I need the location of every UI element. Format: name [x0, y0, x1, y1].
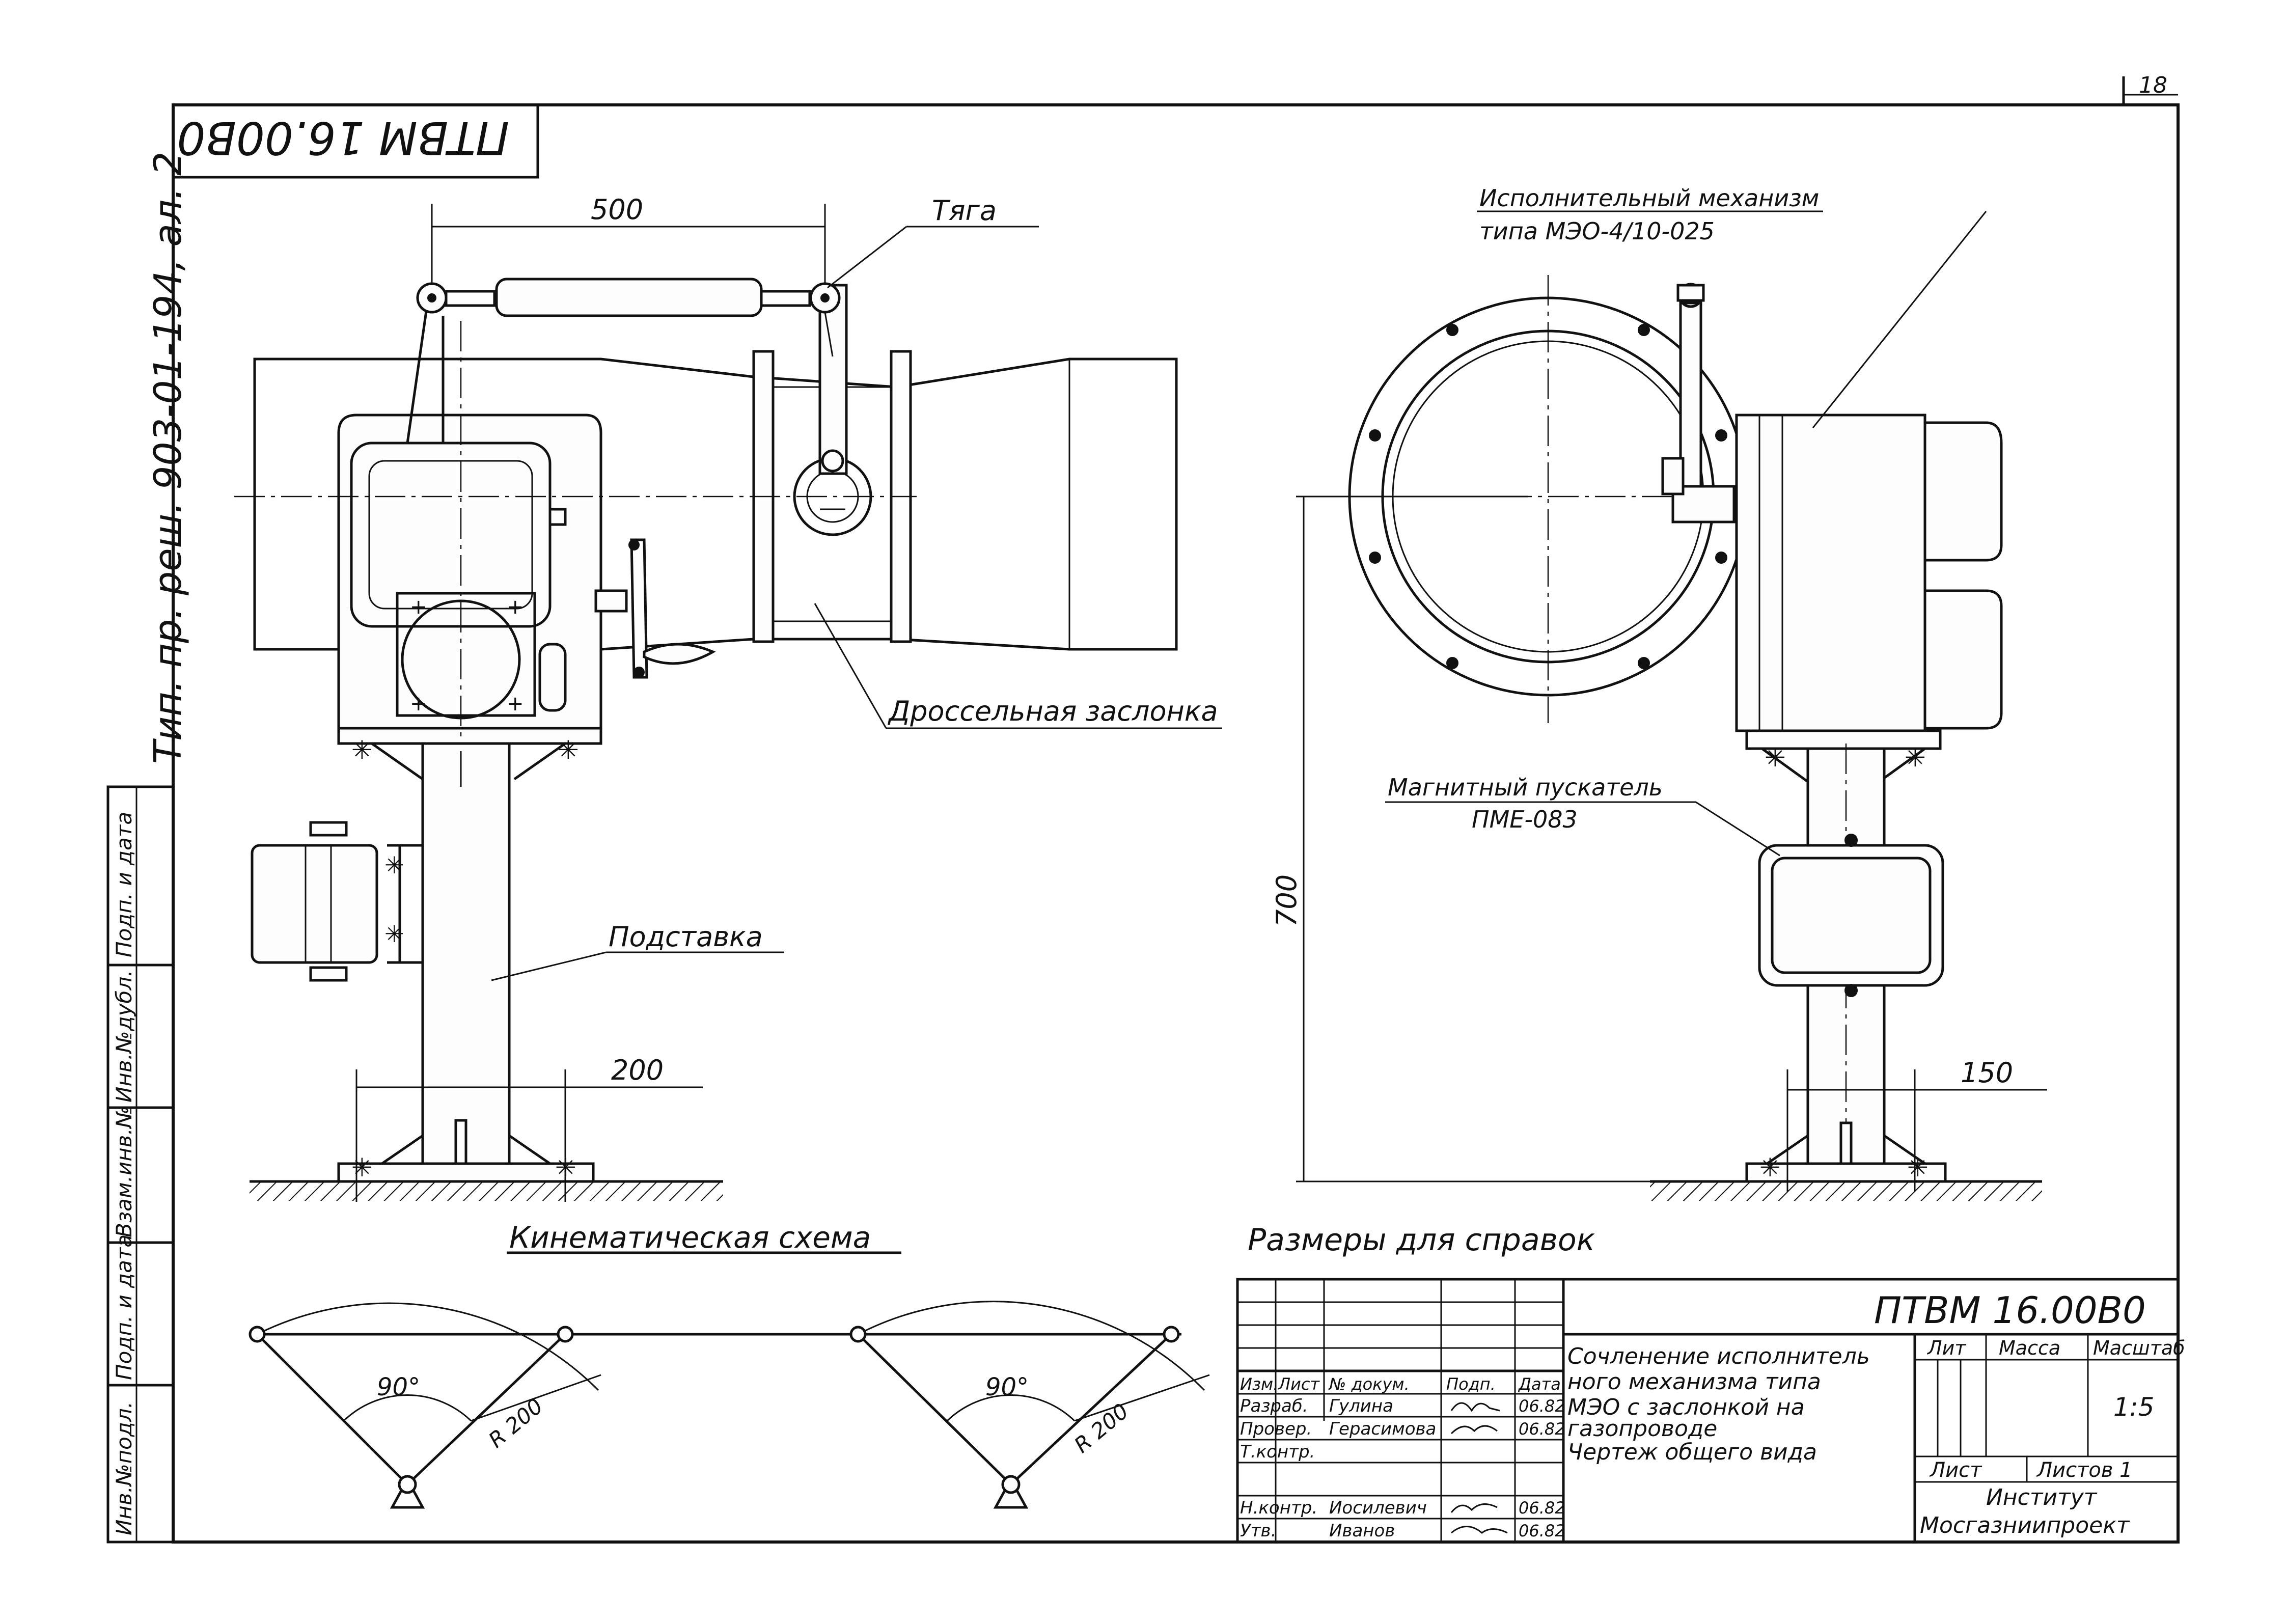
- svg-text:✳: ✳: [384, 920, 404, 948]
- tb-title-line4: газопроводе: [1567, 1416, 1717, 1442]
- svg-text:+: +: [410, 595, 427, 619]
- connecting-rod: [495, 278, 763, 317]
- page-number: 18: [2139, 72, 2167, 98]
- kinematic-left-angle: 90°: [377, 1373, 420, 1401]
- svg-text:✳: ✳: [1905, 743, 1926, 773]
- floor-right: [1650, 1181, 2042, 1201]
- dimension-500: 500: [591, 194, 643, 226]
- tb-date-checker: 06.82: [1519, 1419, 1565, 1439]
- dimension-700: 700: [1271, 874, 1303, 927]
- tb-date-ncontrol: 06.82: [1519, 1498, 1565, 1518]
- label-starter-line2: ПМЕ-083: [1472, 806, 1578, 833]
- rotated-code-box: ПТВМ 16.00В0: [172, 103, 539, 179]
- kinematic-scheme: Кинематическая схема 90° R 200 90° R 200: [249, 1220, 1210, 1509]
- svg-text:✳: ✳: [558, 735, 579, 765]
- tb-head-izm: Изм.: [1240, 1374, 1278, 1394]
- stamp-label-sign-date-1: Подп. и дата: [112, 812, 136, 957]
- label-throttle-valve: Дроссельная заслонка: [888, 695, 1218, 727]
- tb-title-line1: Сочленение исполнитель: [1567, 1343, 1870, 1369]
- title-block: Изм. Лист № докум. Подп. Дата Разраб. Гу…: [1236, 1278, 2185, 1544]
- tb-title-line3: МЭО с заслонкой на: [1567, 1394, 1805, 1420]
- front-view: + + + + ✳ ✳: [234, 194, 1222, 1202]
- tb-col-mass: Масса: [1999, 1337, 2060, 1359]
- starter-side: [1758, 844, 1944, 987]
- tb-sheets-label: Листов 1: [2036, 1458, 2133, 1482]
- svg-text:+: +: [507, 595, 524, 619]
- tb-name-developer: Гулина: [1329, 1396, 1393, 1416]
- svg-text:✳: ✳: [384, 851, 404, 879]
- label-rod: Тяга: [932, 195, 997, 227]
- rotated-drawing-code: ПТВМ 16.00В0: [177, 112, 509, 164]
- tb-col-scale: Масштаб: [2093, 1337, 2185, 1359]
- tb-head-doc: № докум.: [1328, 1374, 1410, 1394]
- left-stamp-column: Подп. и дата Инв.№дубл. Взам.инв.№ Подп.…: [106, 785, 175, 1544]
- tb-title-line5: Чертеж общего вида: [1567, 1439, 1817, 1465]
- svg-text:+: +: [410, 692, 427, 715]
- dimension-200: 200: [611, 1054, 664, 1086]
- label-actuator-line1: Исполнительный механизм: [1479, 184, 1819, 212]
- floor-left: [250, 1181, 723, 1201]
- tb-head-sign: Подп.: [1446, 1374, 1496, 1394]
- tb-scale-value: 1:5: [2113, 1392, 2154, 1422]
- stand-column: [421, 742, 511, 1168]
- svg-text:✳: ✳: [351, 1153, 373, 1182]
- stamp-label-replacement-inv: Взам.инв.№: [112, 1106, 136, 1237]
- tb-sign-checker: [1450, 1425, 1498, 1435]
- svg-text:✳: ✳: [1759, 1153, 1781, 1182]
- stamp-label-sign-date-2: Подп. и дата: [112, 1234, 136, 1380]
- kinematic-right-radius: R 200: [1069, 1398, 1133, 1457]
- label-actuator-line2: типа МЭО-4/10-025: [1479, 217, 1715, 245]
- kinematic-title: Кинематическая схема: [509, 1220, 871, 1255]
- tb-name-checker: Герасимова: [1329, 1419, 1436, 1439]
- tb-title-line2: ного механизма типа: [1567, 1369, 1821, 1395]
- tb-head-date: Дата: [1518, 1374, 1561, 1394]
- kinematic-right-angle: 90°: [985, 1373, 1029, 1401]
- tb-org-line1: Институт: [1986, 1484, 2098, 1510]
- tb-col-lit: Лит: [1926, 1337, 1967, 1359]
- project-reference: Тип. пр. реш. 903-01-194, ал. 2: [146, 152, 190, 764]
- svg-text:✳: ✳: [1765, 743, 1786, 773]
- tb-designation: ПТВМ 16.00В0: [1874, 1289, 2146, 1332]
- svg-text:✳: ✳: [351, 735, 373, 765]
- tb-name-approved: Иванов: [1329, 1521, 1395, 1541]
- tb-date-approved: 06.82: [1519, 1521, 1565, 1540]
- tb-sign-developer: [1450, 1402, 1500, 1412]
- tb-role-approved: Утв.: [1240, 1521, 1276, 1541]
- note-reference-dimensions: Размеры для справок: [1248, 1222, 1595, 1258]
- side-view: ✳ ✳ ✳ ✳ 700 150 Исполнительный механизм …: [1271, 184, 2047, 1201]
- dimension-150: 150: [1961, 1057, 2013, 1089]
- label-starter-line1: Магнитный пускатель: [1388, 774, 1663, 801]
- tb-role-developer: Разраб.: [1240, 1396, 1308, 1416]
- crank-arm: [406, 300, 445, 445]
- svg-text:+: +: [507, 692, 524, 715]
- actuator-side-body: [1735, 414, 1926, 732]
- label-stand: Подставка: [609, 921, 763, 953]
- tb-head-list: Лист: [1278, 1374, 1320, 1394]
- tb-role-tcontrol: Т.контр.: [1240, 1442, 1315, 1462]
- tb-role-ncontrol: Н.контр.: [1240, 1498, 1317, 1518]
- tb-name-ncontrol: Иосилевич: [1329, 1498, 1427, 1518]
- stamp-label-duplicate-inv: Инв.№дубл.: [112, 970, 136, 1103]
- tb-sign-approved: [1451, 1526, 1508, 1534]
- tb-sheet-label: Лист: [1929, 1458, 1982, 1482]
- stamp-label-original-inv: Инв.№подл.: [112, 1401, 136, 1535]
- tb-date-developer: 06.82: [1519, 1396, 1565, 1416]
- svg-text:✳: ✳: [1907, 1153, 1929, 1182]
- tb-role-checker: Провер.: [1240, 1419, 1312, 1439]
- starter-front: [251, 844, 378, 964]
- tb-sign-ncontrol: [1450, 1503, 1498, 1513]
- hand-wheel: [630, 538, 648, 679]
- tb-org-line2: Мосгазниипроект: [1920, 1512, 2130, 1538]
